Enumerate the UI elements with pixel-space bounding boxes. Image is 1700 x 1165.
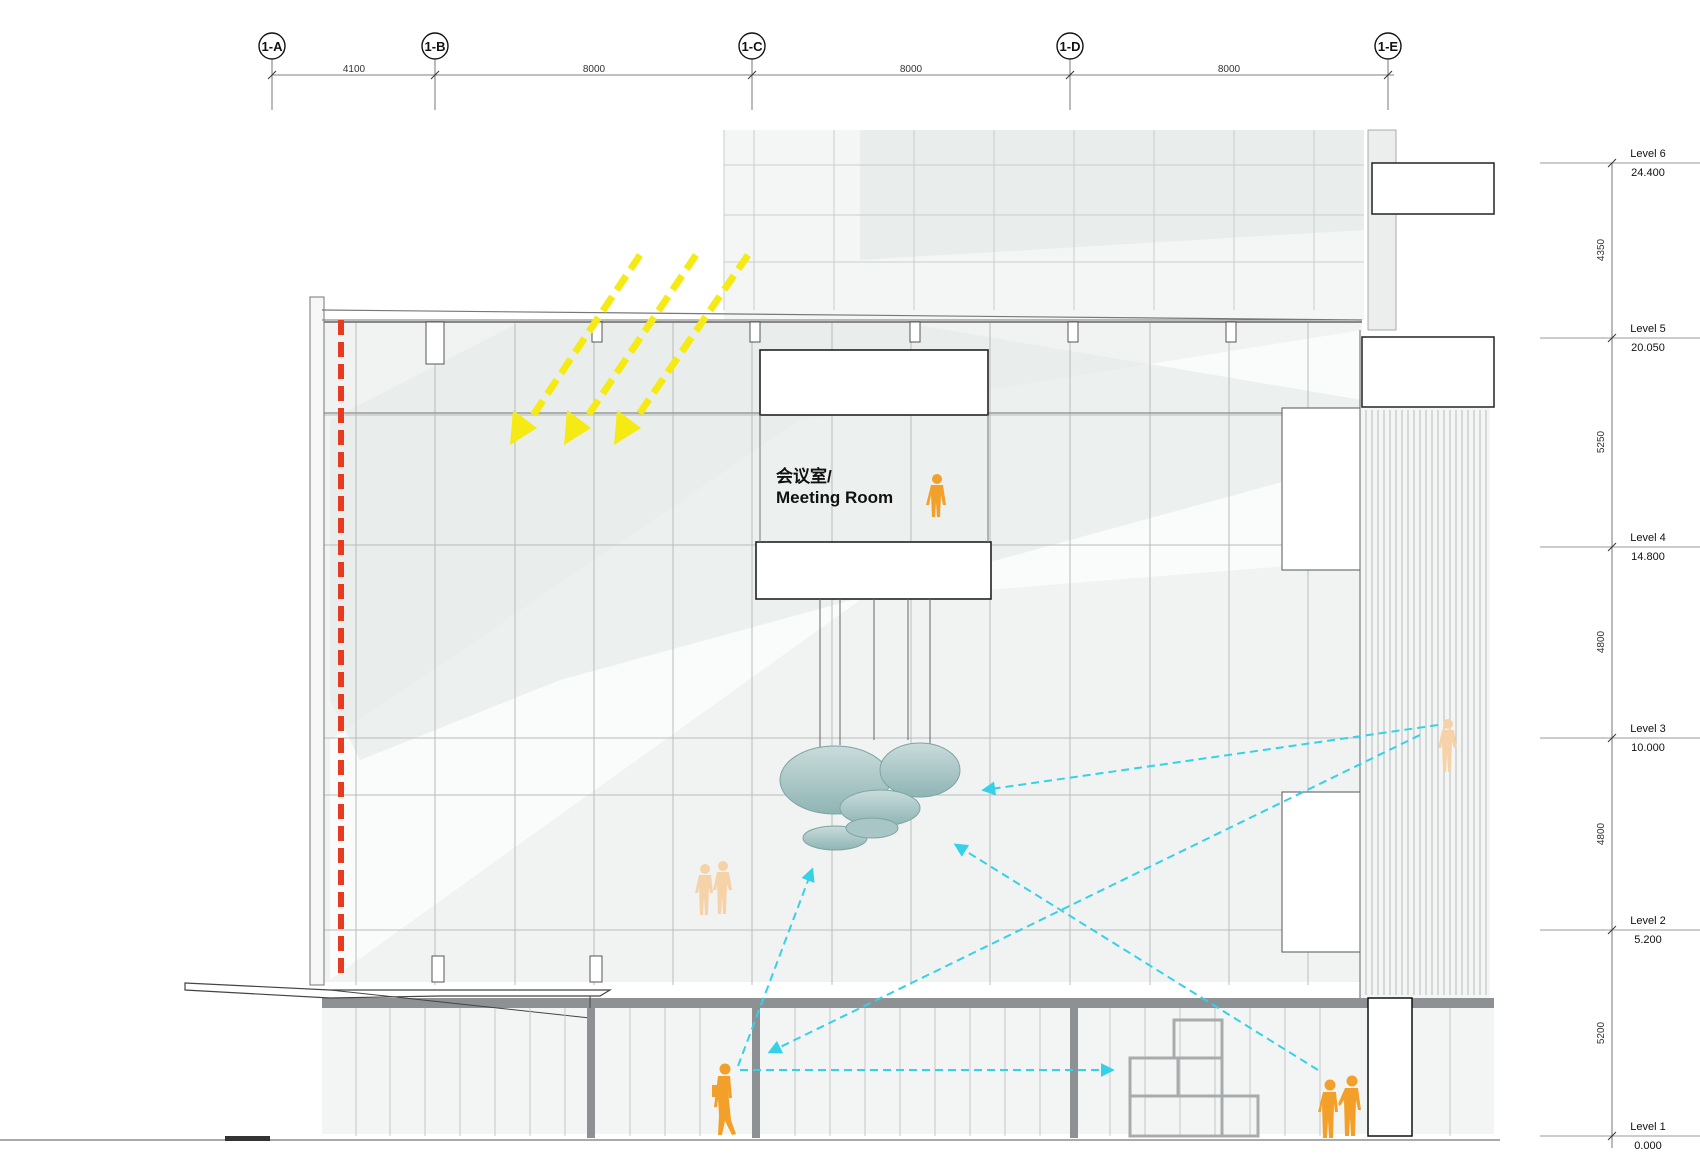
level-spacing-4-3: 4800 (1596, 630, 1607, 653)
level-2-elev: 5.200 (1634, 934, 1662, 946)
level-markers: Level 6 24.400 Level 5 20.050 Level 4 14… (1540, 148, 1700, 1152)
right-facade (1281, 162, 1495, 998)
level-2-name: Level 2 (1630, 915, 1665, 927)
axis-1-C: 1-C (738, 32, 766, 110)
axis-1-E: 1-E (1374, 32, 1402, 110)
atrium-glazing (322, 321, 1362, 985)
meeting-room: 会议室/ Meeting Room (755, 349, 992, 760)
level-6-name: Level 6 (1630, 148, 1665, 160)
level-6-elev: 24.400 (1631, 167, 1665, 179)
ground-floor (0, 982, 1500, 1141)
level-spacing-5-4: 5250 (1596, 430, 1607, 453)
level-5-name: Level 5 (1630, 323, 1665, 335)
upper-tower-facade (723, 129, 1397, 331)
figure-faded-right (1438, 719, 1457, 772)
axis-1-A: 1-A (258, 32, 286, 110)
level-4-name: Level 4 (1630, 532, 1665, 544)
figure-meeting-room (926, 474, 946, 517)
axis-label-1-D: 1-D (1060, 39, 1081, 54)
axis-spacing-a-b: 4100 (343, 64, 366, 75)
axis-label-1-B: 1-B (425, 39, 446, 54)
sunlight-arrows (510, 253, 751, 445)
room-label-en: Meeting Room (776, 488, 893, 507)
level-5-elev: 20.050 (1631, 342, 1665, 354)
grid-axes: 1-A 1-B 1-C 1-D 1-E (258, 32, 1402, 110)
level-spacing-2-1: 5200 (1596, 1021, 1607, 1044)
level-1-elev: 0.000 (1634, 1140, 1662, 1152)
axis-label-1-C: 1-C (742, 39, 764, 54)
axis-spacing-b-c: 8000 (583, 64, 606, 75)
level-spacing-3-2: 4800 (1596, 822, 1607, 845)
axis-spacing-d-e: 8000 (1218, 64, 1241, 75)
cloud-sculpture (779, 742, 961, 851)
axis-1-B: 1-B (421, 32, 449, 110)
level-3-elev: 10.000 (1631, 742, 1665, 754)
figure-talking-pair (1318, 1075, 1361, 1138)
view-lines (737, 724, 1439, 1077)
room-label-cn: 会议室/ (776, 466, 832, 486)
axis-label-1-E: 1-E (1378, 39, 1399, 54)
left-facade-edge (309, 296, 1363, 986)
figure-walking (712, 1063, 736, 1135)
axis-spacing-c-d: 8000 (900, 64, 923, 75)
level-1-name: Level 1 (1630, 1121, 1665, 1133)
level-spacing-6-5: 4350 (1596, 238, 1607, 261)
figure-faded-couple (695, 861, 732, 915)
level-3-name: Level 3 (1630, 723, 1665, 735)
axis-label-1-A: 1-A (262, 39, 284, 54)
axis-1-D: 1-D (1056, 32, 1084, 110)
human-figures (695, 474, 1457, 1138)
level-4-elev: 14.800 (1631, 551, 1665, 563)
